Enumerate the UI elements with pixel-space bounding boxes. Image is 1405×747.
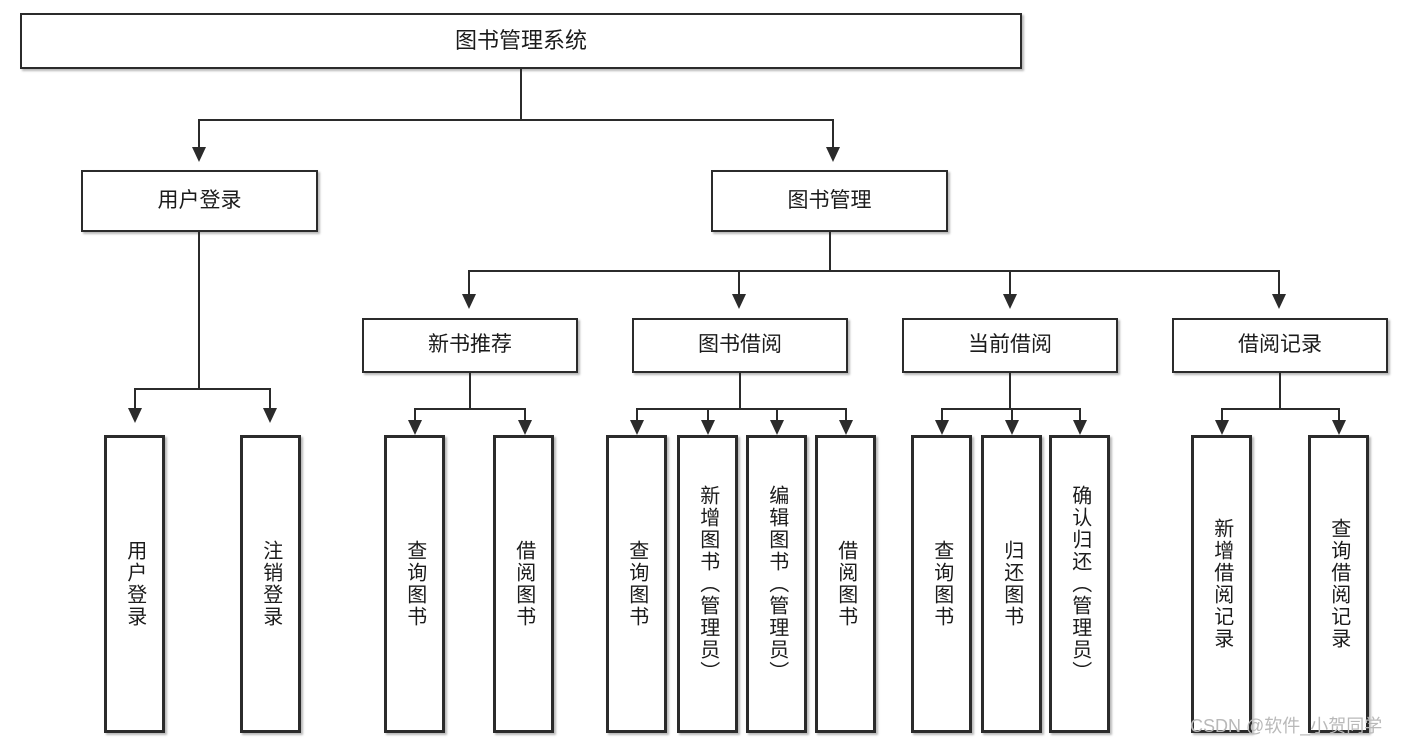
connector-book-mgmt-drop-2	[738, 270, 740, 296]
connector-new-book-stem	[469, 373, 471, 410]
node-new-book-recommend[interactable]: 新书推荐	[362, 318, 578, 373]
arrowhead-new-book-recommend	[462, 294, 476, 309]
connector-borrow-record-bus	[1221, 408, 1340, 410]
node-book-borrow[interactable]: 图书借阅	[632, 318, 848, 373]
arrowhead-leaf-book-borrow-2	[701, 420, 715, 435]
node-borrow-record[interactable]: 借阅记录	[1172, 318, 1388, 373]
node-root-system[interactable]: 图书管理系统	[20, 13, 1022, 69]
leaf-borrow-record-2[interactable]: 查询借阅记录	[1308, 435, 1369, 733]
leaf-label: 查询图书	[930, 540, 953, 628]
arrowhead-leaf-current-borrow-2	[1005, 420, 1019, 435]
node-book-management[interactable]: 图书管理	[711, 170, 948, 232]
leaf-label: 用户登录	[123, 540, 146, 628]
connector-root-to-book-mgmt	[832, 119, 834, 149]
arrowhead-leaf-current-borrow-3	[1073, 420, 1087, 435]
arrowhead-leaf-current-borrow-1	[935, 420, 949, 435]
connector-user-login-bus	[134, 388, 270, 390]
arrowhead-leaf-user-login-2	[263, 408, 277, 423]
leaf-label: 编辑图书（管理员）	[765, 485, 788, 683]
node-user-login[interactable]: 用户登录	[81, 170, 318, 232]
connector-borrow-record-drop-1	[1221, 408, 1223, 422]
leaf-label: 新增借阅记录	[1210, 518, 1233, 650]
leaf-new-book-recommend-1[interactable]: 查询图书	[384, 435, 445, 733]
connector-borrow-record-stem	[1279, 373, 1281, 410]
leaf-label: 查询借阅记录	[1327, 518, 1350, 650]
leaf-borrow-record-1[interactable]: 新增借阅记录	[1191, 435, 1252, 733]
connector-user-login-stem	[198, 232, 200, 390]
node-label: 图书借阅	[698, 333, 782, 357]
connector-current-borrow-drop-2	[1011, 408, 1013, 422]
connector-book-mgmt-bus	[468, 270, 1280, 272]
leaf-label: 借阅图书	[512, 540, 535, 628]
arrowhead-user-login	[192, 147, 206, 162]
connector-current-borrow-drop-3	[1079, 408, 1081, 422]
arrowhead-leaf-borrow-record-2	[1332, 420, 1346, 435]
arrowhead-leaf-user-login-1	[128, 408, 142, 423]
connector-user-login-drop-2	[269, 388, 271, 410]
connector-root-to-user-login	[198, 119, 200, 149]
node-label: 图书管理	[787, 188, 872, 212]
leaf-label: 新增图书（管理员）	[696, 485, 719, 683]
leaf-label: 查询图书	[625, 540, 648, 628]
leaf-label: 查询图书	[403, 540, 426, 628]
node-label: 用户登录	[157, 188, 242, 212]
connector-new-book-drop-2	[524, 408, 526, 422]
connector-new-book-bus	[414, 408, 526, 410]
connector-current-borrow-stem	[1009, 373, 1011, 410]
connector-book-borrow-drop-1	[636, 408, 638, 422]
node-label: 图书管理系统	[454, 28, 587, 54]
node-label: 借阅记录	[1238, 333, 1322, 357]
connector-book-mgmt-stem	[829, 232, 831, 272]
leaf-user-login-2[interactable]: 注销登录	[240, 435, 301, 733]
leaf-book-borrow-3[interactable]: 编辑图书（管理员）	[746, 435, 807, 733]
connector-book-mgmt-drop-1	[468, 270, 470, 296]
arrowhead-leaf-book-borrow-4	[839, 420, 853, 435]
leaf-label: 借阅图书	[834, 540, 857, 628]
leaf-label: 确认归还（管理员）	[1068, 485, 1091, 683]
connector-book-borrow-drop-3	[776, 408, 778, 422]
connector-book-borrow-drop-4	[845, 408, 847, 422]
arrowhead-leaf-book-borrow-1	[630, 420, 644, 435]
leaf-book-borrow-4[interactable]: 借阅图书	[815, 435, 876, 733]
connector-current-borrow-drop-1	[941, 408, 943, 422]
leaf-user-login-1[interactable]: 用户登录	[104, 435, 165, 733]
connector-user-login-drop-1	[134, 388, 136, 410]
connector-book-borrow-drop-2	[707, 408, 709, 422]
leaf-current-borrow-2[interactable]: 归还图书	[981, 435, 1042, 733]
arrowhead-book-borrow	[732, 294, 746, 309]
node-label: 当前借阅	[968, 333, 1052, 357]
leaf-current-borrow-3[interactable]: 确认归还（管理员）	[1049, 435, 1110, 733]
connector-root-stem	[520, 69, 522, 119]
connector-book-mgmt-drop-3	[1009, 270, 1011, 296]
csdn-watermark: CSDN @软件_小贺同学	[1190, 716, 1383, 736]
arrowhead-book-mgmt	[826, 147, 840, 162]
arrowhead-leaf-new-book-1	[408, 420, 422, 435]
arrowhead-leaf-new-book-2	[518, 420, 532, 435]
arrowhead-borrow-record	[1272, 294, 1286, 309]
leaf-current-borrow-1[interactable]: 查询图书	[911, 435, 972, 733]
node-current-borrow[interactable]: 当前借阅	[902, 318, 1118, 373]
leaf-label: 归还图书	[1000, 540, 1023, 628]
leaf-book-borrow-1[interactable]: 查询图书	[606, 435, 667, 733]
arrowhead-current-borrow	[1003, 294, 1017, 309]
connector-borrow-record-drop-2	[1338, 408, 1340, 422]
arrowhead-leaf-book-borrow-3	[770, 420, 784, 435]
connector-new-book-drop-1	[414, 408, 416, 422]
connector-book-borrow-stem	[739, 373, 741, 410]
connector-book-mgmt-drop-4	[1278, 270, 1280, 296]
connector-book-borrow-bus	[636, 408, 847, 410]
connector-root-bus	[198, 119, 834, 121]
leaf-new-book-recommend-2[interactable]: 借阅图书	[493, 435, 554, 733]
node-label: 新书推荐	[428, 333, 512, 357]
arrowhead-leaf-borrow-record-1	[1215, 420, 1229, 435]
leaf-label: 注销登录	[259, 540, 282, 628]
leaf-book-borrow-2[interactable]: 新增图书（管理员）	[677, 435, 738, 733]
